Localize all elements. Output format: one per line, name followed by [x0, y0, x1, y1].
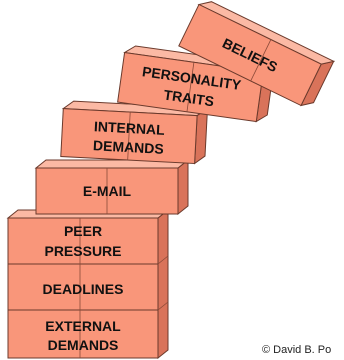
peer-pressure-label-line1: PEER: [64, 223, 102, 239]
deadlines-label: DEADLINES: [43, 281, 124, 297]
peer-pressure-label-line2: PRESSURE: [44, 243, 121, 259]
external-demands-brick: EXTERNAL DEMANDS: [45, 318, 121, 353]
copyright-notice: © David B. Po: [262, 344, 332, 356]
peer-pressure-brick: PEER PRESSURE: [44, 223, 121, 259]
beliefs-brick: BELIEFS: [178, 1, 336, 107]
internal-demands-label-line2: DEMANDS: [93, 137, 165, 157]
email-label: E-MAIL: [83, 183, 132, 199]
external-demands-label-line2: DEMANDS: [48, 337, 119, 353]
external-demands-label-line1: EXTERNAL: [45, 318, 121, 334]
deadlines-brick: DEADLINES: [43, 281, 124, 297]
internal-demands-label-line1: INTERNAL: [94, 118, 166, 138]
base-brick-stack: [6, 208, 170, 360]
personality-traits-label-line2: TRAITS: [163, 86, 215, 109]
email-brick: E-MAIL: [34, 158, 190, 216]
